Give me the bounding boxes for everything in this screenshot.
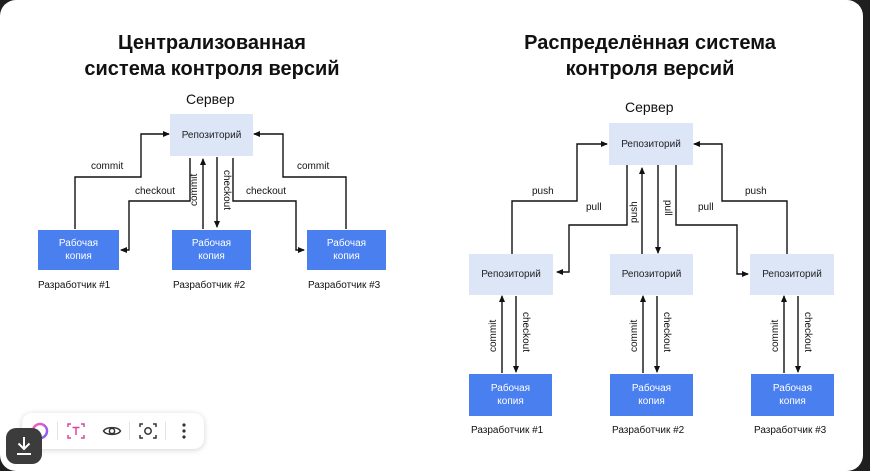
left-server-label: Сервер bbox=[186, 91, 235, 107]
left-label-commit-3: commit bbox=[297, 161, 330, 172]
right-working-copy-2: Рабочая копия bbox=[610, 374, 693, 416]
left-server-repository: Репозиторий bbox=[170, 114, 253, 156]
right-local-repository-1-label: Репозиторий bbox=[481, 269, 541, 280]
right-server-label: Сервер bbox=[625, 99, 674, 115]
left-working-copy-1: Рабочая копия bbox=[38, 230, 119, 270]
right-working-copy-1-line1: Рабочая bbox=[490, 383, 531, 394]
right-local-repository-3: Репозиторий bbox=[750, 254, 834, 295]
right-label-checkout-3: checkout bbox=[802, 312, 813, 353]
right-label-checkout-2: checkout bbox=[661, 312, 672, 353]
right-working-copy-3-line2: копия bbox=[779, 396, 806, 407]
right-label-checkout-1: checkout bbox=[520, 312, 531, 353]
right-working-copy-3: Рабочая копия bbox=[751, 374, 834, 416]
right-server-repository-label: Репозиторий bbox=[621, 138, 681, 150]
right-title-line1: Распределённая система bbox=[524, 32, 776, 54]
left-working-copy-3-line1: Рабочая bbox=[326, 238, 367, 249]
edge-commit-left-1 bbox=[74, 131, 170, 229]
left-working-copy-1-line1: Рабочая bbox=[58, 238, 99, 249]
eye-icon[interactable] bbox=[102, 421, 122, 441]
download-button[interactable] bbox=[6, 428, 42, 464]
right-label-pull-3: pull bbox=[698, 202, 714, 213]
edge-pull-right-3 bbox=[675, 165, 749, 277]
edge-checkout-left-3 bbox=[232, 158, 305, 253]
right-developer-3: Разработчик #3 bbox=[754, 425, 827, 436]
toolbar-separator bbox=[165, 422, 166, 440]
right-label-push-1: push bbox=[532, 186, 554, 197]
right-local-repository-2: Репозиторий bbox=[610, 254, 693, 295]
right-title-line2: контроля версий bbox=[565, 58, 735, 80]
toolbar-separator bbox=[57, 422, 58, 440]
right-developer-2: Разработчик #2 bbox=[612, 425, 685, 436]
right-server-repository: Репозиторий bbox=[609, 123, 693, 165]
left-working-copy-3: Рабочая копия bbox=[307, 230, 386, 270]
image-toolbar bbox=[22, 413, 204, 449]
right-label-commit-1: commit bbox=[488, 319, 499, 352]
right-title: Распределённая система контроля версий bbox=[500, 30, 800, 82]
edge-push-right-1 bbox=[511, 141, 608, 254]
edge-push-right-3 bbox=[693, 141, 788, 254]
right-working-copy-1-line2: копия bbox=[497, 396, 524, 407]
right-label-pull-1: pull bbox=[586, 202, 602, 213]
right-label-pull-2: pull bbox=[662, 200, 673, 216]
left-developer-2: Разработчик #2 bbox=[173, 280, 246, 291]
right-label-push-3: push bbox=[745, 186, 767, 197]
right-label-commit-2: commit bbox=[629, 319, 640, 352]
edge-checkout-left-1 bbox=[120, 158, 191, 253]
left-developer-3: Разработчик #3 bbox=[308, 280, 381, 291]
edge-commit-left-3 bbox=[253, 131, 347, 229]
right-working-copy-1: Рабочая копия bbox=[469, 374, 552, 416]
left-working-copy-2-line2: копия bbox=[198, 251, 225, 262]
left-label-commit-2: commit bbox=[189, 173, 200, 206]
left-working-copy-3-line2: копия bbox=[333, 251, 360, 262]
download-icon bbox=[17, 437, 31, 455]
left-label-checkout-2: checkout bbox=[221, 170, 232, 211]
more-vertical-icon[interactable] bbox=[174, 421, 194, 441]
left-title-line1: Централизованная bbox=[118, 32, 306, 54]
right-label-push-2: push bbox=[629, 201, 640, 223]
right-developer-1: Разработчик #1 bbox=[471, 425, 544, 436]
right-label-commit-3: commit bbox=[770, 319, 781, 352]
right-local-repository-3-label: Репозиторий bbox=[762, 269, 822, 280]
left-title: Централизованная система контроля версий bbox=[62, 30, 362, 82]
right-local-repository-2-label: Репозиторий bbox=[621, 269, 682, 280]
left-working-copy-1-line2: копия bbox=[65, 251, 92, 262]
right-working-copy-2-line1: Рабочая bbox=[631, 383, 672, 394]
camera-search-icon[interactable] bbox=[138, 421, 158, 441]
text-recognition-icon[interactable] bbox=[66, 421, 86, 441]
left-server-repository-label: Репозиторий bbox=[181, 129, 242, 141]
left-label-checkout-1: checkout bbox=[135, 186, 176, 197]
right-working-copy-2-line2: копия bbox=[638, 396, 665, 407]
left-working-copy-2: Рабочая копия bbox=[172, 230, 251, 270]
left-title-line2: система контроля версий bbox=[84, 58, 340, 80]
left-label-checkout-3: checkout bbox=[246, 186, 287, 197]
right-local-repository-1: Репозиторий bbox=[469, 254, 553, 295]
right-working-copy-3-line1: Рабочая bbox=[772, 383, 813, 394]
left-working-copy-2-line1: Рабочая bbox=[191, 238, 232, 249]
left-developer-1: Разработчик #1 bbox=[38, 280, 111, 291]
toolbar-separator bbox=[129, 422, 130, 440]
edge-pull-right-1 bbox=[556, 165, 628, 275]
left-label-commit-1: commit bbox=[91, 161, 124, 172]
